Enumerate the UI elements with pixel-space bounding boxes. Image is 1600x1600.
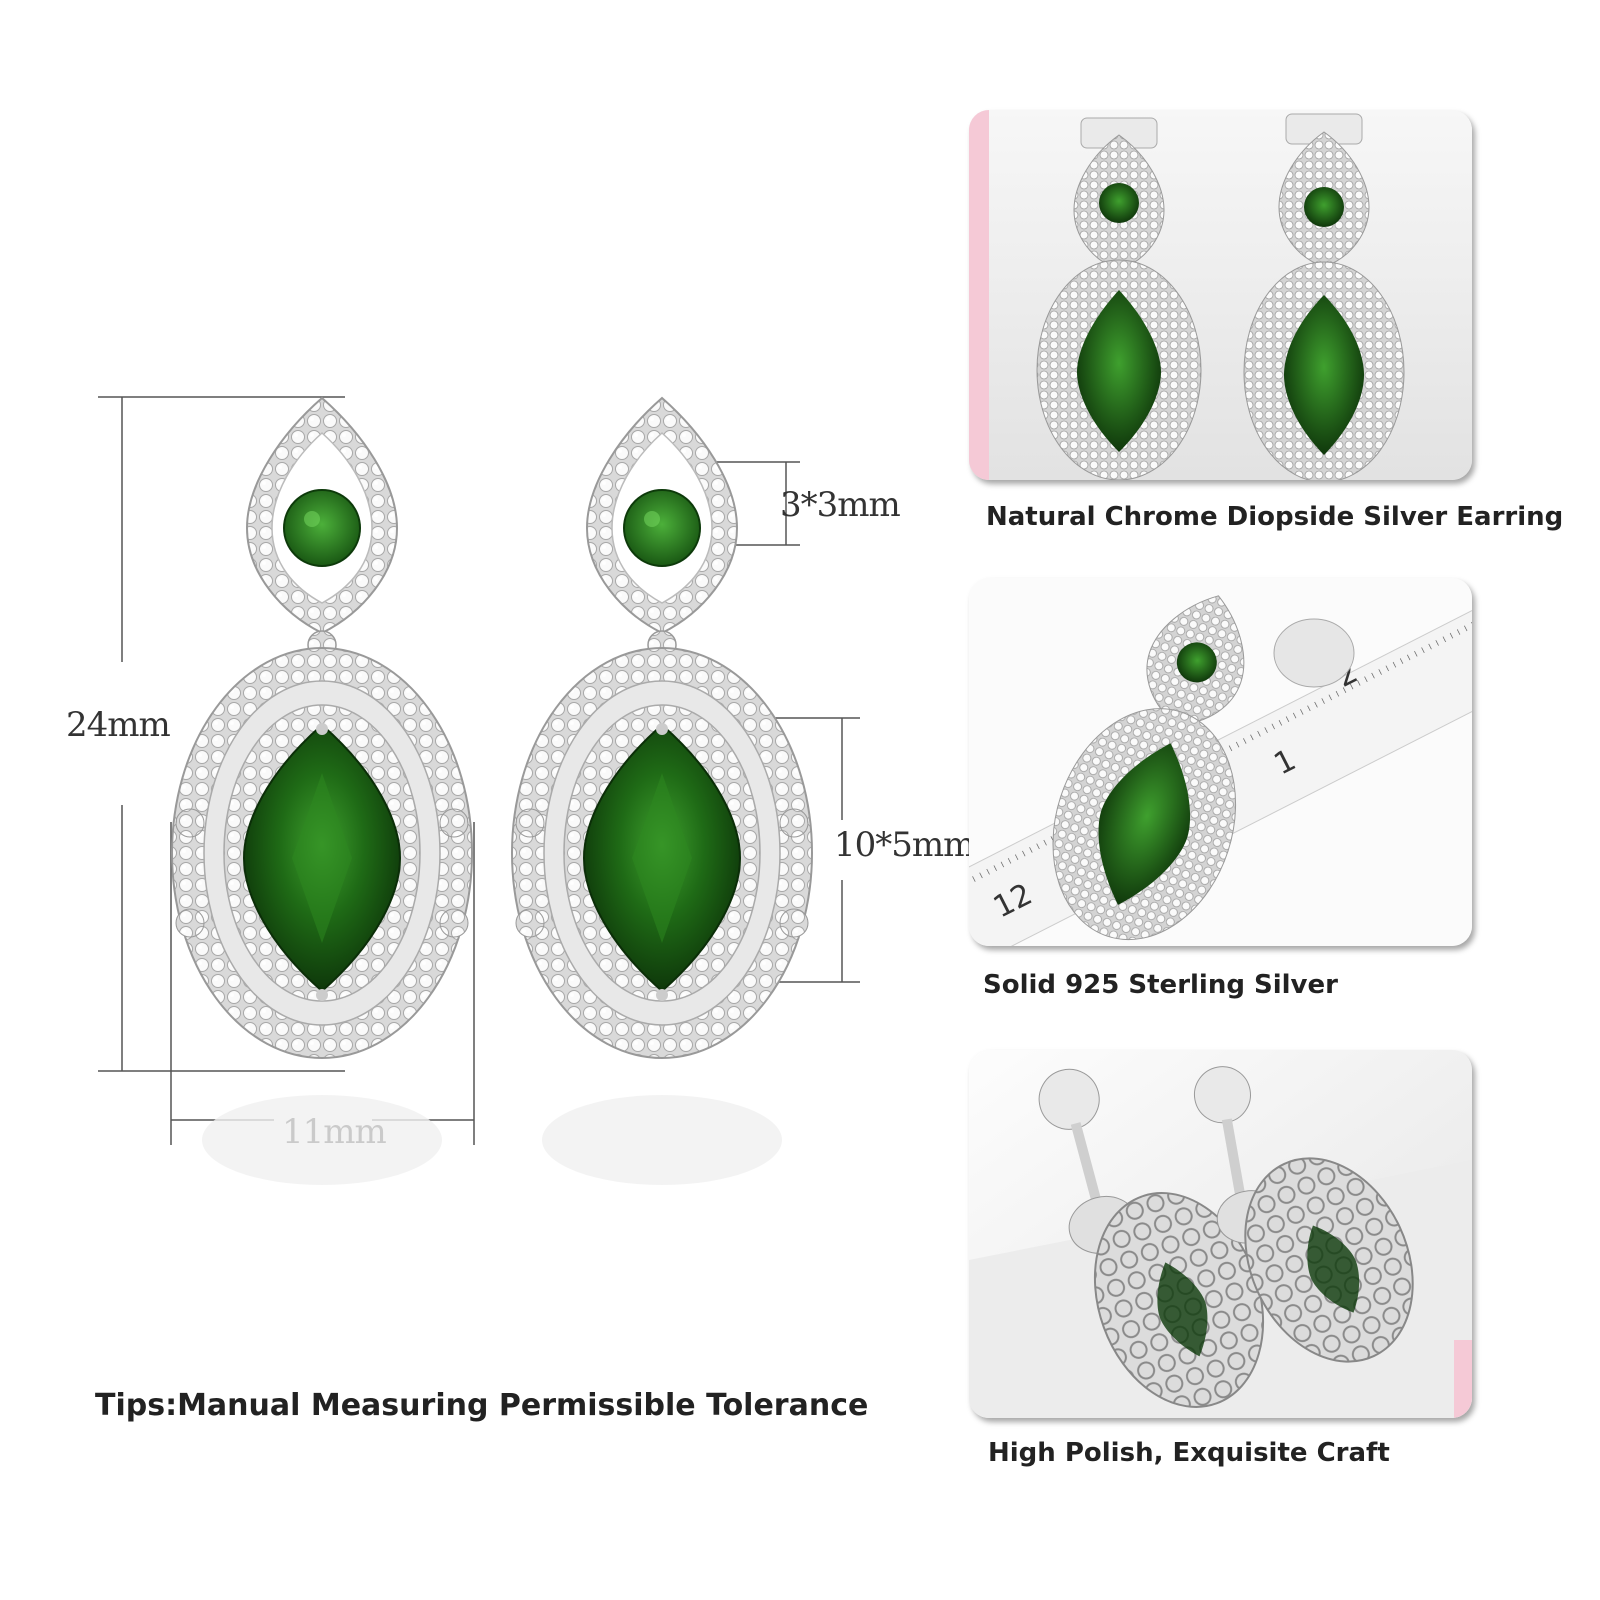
panel-2-caption: Solid 925 Sterling Silver xyxy=(983,970,1338,1000)
small-stone-measurement: 3*3mm xyxy=(780,485,901,525)
earring-with-ruler-photo: 12 1 2 xyxy=(969,578,1472,946)
height-measurement: 24mm xyxy=(66,705,171,745)
product-photo-panel-3 xyxy=(969,1050,1472,1418)
earring-front-photo xyxy=(969,110,1472,480)
earring-back-photo xyxy=(969,1050,1472,1418)
tips-text: Tips:Manual Measuring Permissible Tolera… xyxy=(95,1388,869,1423)
product-photo-panel-1 xyxy=(969,110,1472,480)
panel-1-caption: Natural Chrome Diopside Silver Earring xyxy=(986,502,1564,532)
panel-3-caption: High Polish, Exquisite Craft xyxy=(988,1438,1390,1468)
earring-pair-image xyxy=(171,397,813,1185)
main-stone-measurement: 10*5mm xyxy=(834,825,975,865)
product-photo-panel-2: 12 1 2 xyxy=(969,578,1472,946)
